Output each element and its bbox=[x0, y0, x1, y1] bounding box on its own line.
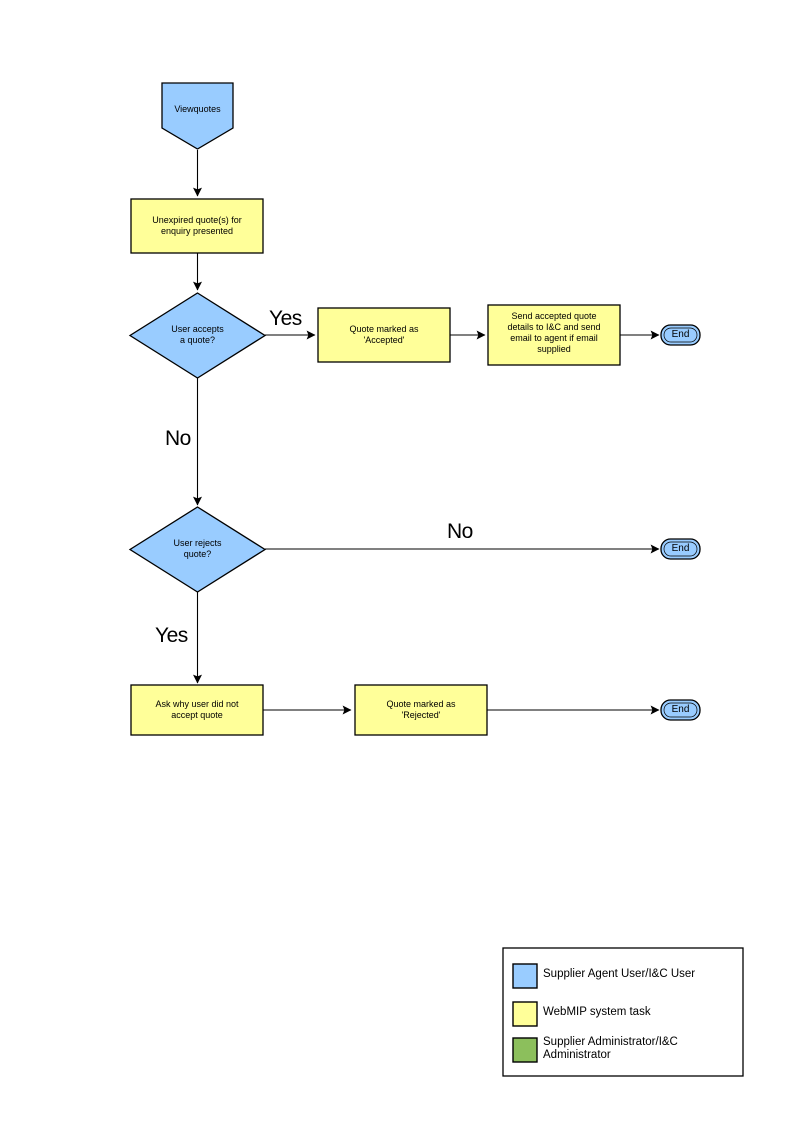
node-end-rejected-label: End bbox=[671, 704, 690, 715]
node-end-rejected[interactable] bbox=[660, 699, 701, 721]
node-ask-why[interactable] bbox=[130, 684, 264, 736]
node-user-accepts-decision[interactable] bbox=[128, 292, 267, 379]
node-end-accepted-label: End bbox=[671, 329, 690, 340]
node-send-accepted-details[interactable] bbox=[487, 304, 621, 366]
node-end-no-reject[interactable] bbox=[660, 538, 701, 560]
node-quote-marked-rejected[interactable] bbox=[354, 684, 488, 736]
legend-label-supplier-admin: Supplier Administrator/I&C Administrator bbox=[543, 1036, 678, 1061]
node-quote-marked-accepted[interactable] bbox=[317, 307, 451, 363]
node-end-no-reject-label: End bbox=[671, 543, 690, 554]
node-user-rejects-decision[interactable] bbox=[128, 506, 267, 593]
edge-label-yes-accept: Yes bbox=[269, 307, 302, 330]
legend-swatch-supplier-admin bbox=[512, 1037, 538, 1063]
node-unexpired-quotes[interactable] bbox=[130, 198, 264, 254]
legend-label-supplier-agent: Supplier Agent User/I&C User bbox=[543, 968, 696, 980]
node-end-accepted[interactable] bbox=[660, 324, 701, 346]
edge-label-yes-reject: Yes bbox=[155, 624, 188, 647]
edge-label-no-reject: No bbox=[447, 520, 473, 543]
legend-swatch-webmip-task bbox=[512, 1001, 538, 1027]
legend-panel bbox=[502, 947, 744, 1077]
legend-label-webmip-task: WebMIP system task bbox=[543, 1006, 651, 1018]
edge-label-no-accept: No bbox=[165, 427, 191, 450]
node-start[interactable] bbox=[161, 82, 234, 150]
legend-swatch-supplier-agent bbox=[512, 963, 538, 989]
